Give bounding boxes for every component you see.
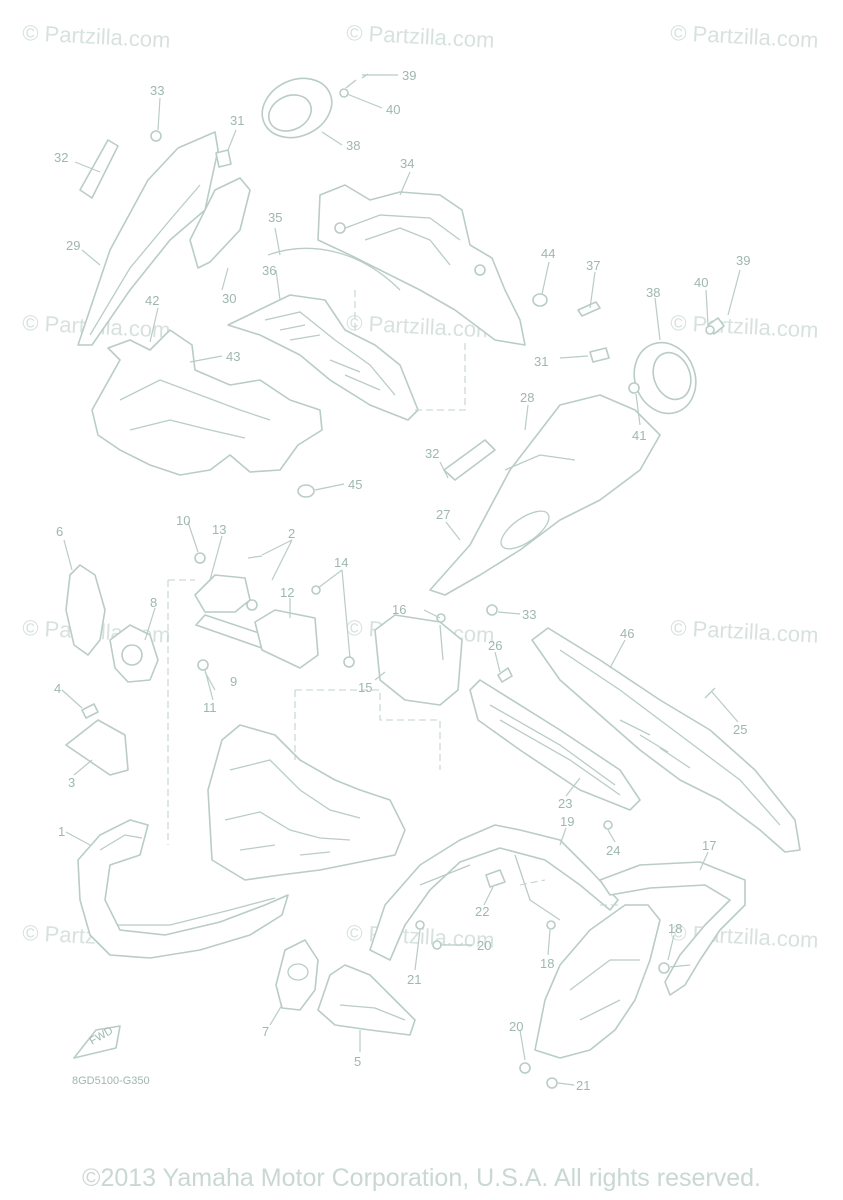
watermark: © Partzilla.com	[670, 310, 819, 343]
callout-35: 35	[268, 210, 282, 225]
callout-33-mid: 33	[522, 607, 536, 622]
callout-1: 1	[58, 824, 65, 839]
callout-21-mid: 21	[407, 972, 421, 987]
callout-32-mid: 32	[425, 446, 439, 461]
callout-38: 38	[346, 138, 360, 153]
part-31-right	[589, 347, 610, 363]
watermarks: © Partzilla.com © Partzilla.com © Partzi…	[22, 20, 819, 953]
callout-18: 18	[540, 956, 554, 971]
part-17-18	[599, 861, 746, 996]
callout-20-mid: 20	[477, 938, 491, 953]
callout-17: 17	[702, 838, 716, 853]
part-42-43-45	[91, 329, 323, 498]
part-15-16	[374, 613, 463, 706]
part-34	[317, 184, 526, 346]
callout-40-right: 40	[694, 275, 708, 290]
callout-31: 31	[230, 113, 244, 128]
callout-45: 45	[348, 477, 362, 492]
callout-42: 42	[145, 293, 159, 308]
callout-39: 39	[402, 68, 416, 83]
copyright-notice: ©2013 Yamaha Motor Corporation, U.S.A. A…	[82, 1164, 761, 1192]
part-29-32	[77, 130, 219, 346]
callout-24: 24	[606, 843, 620, 858]
callout-26: 26	[488, 638, 502, 653]
callout-44: 44	[541, 246, 555, 261]
callout-9: 9	[230, 674, 237, 689]
callout-30: 30	[222, 291, 236, 306]
callout-8: 8	[150, 595, 157, 610]
callout-22: 22	[475, 904, 489, 919]
part-5-7	[275, 939, 416, 1036]
fwd-arrow: FWD	[73, 1025, 121, 1059]
callout-5: 5	[354, 1054, 361, 1069]
callout-12: 12	[280, 585, 294, 600]
callout-6: 6	[56, 524, 63, 539]
part-1	[77, 819, 289, 959]
assembly-lines	[167, 290, 620, 906]
part-23-26	[469, 667, 641, 830]
callout-33: 33	[150, 83, 164, 98]
callout-25: 25	[733, 722, 747, 737]
part-38-top	[261, 73, 369, 139]
callout-11: 11	[203, 700, 217, 715]
callout-20: 20	[509, 1019, 523, 1034]
callout-19: 19	[560, 814, 574, 829]
callout-13: 13	[212, 522, 226, 537]
callout-4: 4	[54, 681, 61, 696]
callout-28: 28	[520, 390, 534, 405]
part-20-21	[519, 904, 661, 1089]
leader-lines	[61, 74, 741, 1086]
parts: FWD	[65, 73, 801, 1089]
watermark: © Partzilla.com	[670, 615, 819, 648]
callout-14: 14	[334, 555, 348, 570]
callout-21: 21	[576, 1078, 590, 1093]
callout-29: 29	[66, 238, 80, 253]
callout-3: 3	[68, 775, 75, 790]
part-3-4-6-8	[65, 564, 159, 776]
callout-36: 36	[262, 263, 276, 278]
part-9-14	[194, 552, 355, 671]
part-38-right	[628, 317, 725, 415]
callout-16: 16	[392, 602, 406, 617]
callout-34: 34	[400, 156, 414, 171]
callout-31-right: 31	[534, 354, 548, 369]
watermark: © Partzilla.com	[670, 20, 819, 53]
callout-2: 2	[288, 526, 295, 541]
callout-32: 32	[54, 150, 68, 165]
callout-27: 27	[436, 507, 450, 522]
part-27-28-32	[429, 394, 661, 616]
frame	[207, 724, 406, 881]
diagram-code: 8GD5100-G350	[72, 1075, 150, 1087]
watermark: © Partzilla.com	[346, 20, 495, 53]
callout-43: 43	[226, 349, 240, 364]
watermark: © Partzilla.com	[22, 20, 171, 53]
callout-10: 10	[176, 513, 190, 528]
callout-23: 23	[558, 796, 572, 811]
callout-7: 7	[262, 1024, 269, 1039]
callout-39-right: 39	[736, 253, 750, 268]
callout-18-right: 18	[668, 921, 682, 936]
callout-40: 40	[386, 102, 400, 117]
part-46-25	[531, 627, 801, 853]
callout-38-right: 38	[646, 285, 660, 300]
callout-15: 15	[358, 680, 372, 695]
callout-41: 41	[632, 428, 646, 443]
callouts: 39 40 38 33 31 32 29 30 34 35 36 44 37 4…	[54, 68, 750, 1093]
callout-37: 37	[586, 258, 600, 273]
callout-46: 46	[620, 626, 634, 641]
part-30-31	[189, 149, 251, 269]
